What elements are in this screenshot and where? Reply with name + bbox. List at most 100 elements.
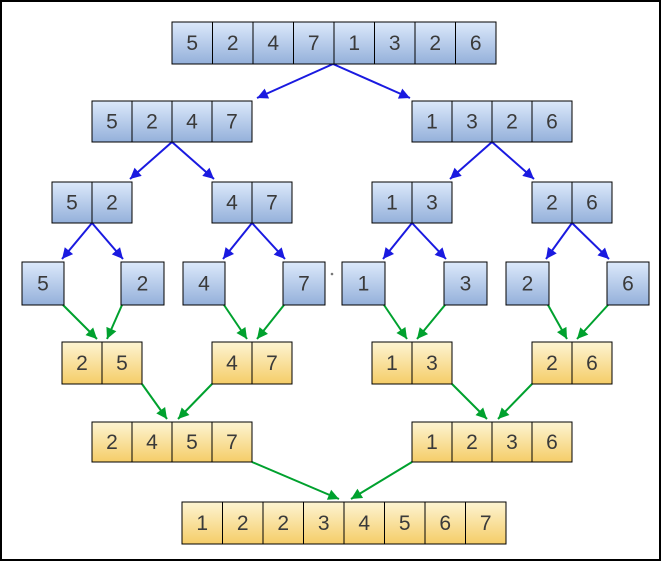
- array-cell: [131, 100, 173, 143]
- cell-value: 2: [466, 431, 478, 454]
- split-arrow: [332, 63, 411, 99]
- array-cell: [491, 100, 533, 143]
- cell-value: 3: [466, 111, 478, 134]
- array-cell: [211, 341, 253, 385]
- merge-arrow: [547, 304, 568, 340]
- cell-value: 5: [186, 32, 198, 55]
- cell-value: 2: [137, 273, 149, 296]
- cell-value: 4: [186, 111, 198, 134]
- split-arrow: [91, 222, 124, 260]
- array-cell: [531, 421, 573, 463]
- merge-arrow: [416, 304, 446, 340]
- cell-value: 5: [66, 192, 78, 215]
- merge-arrow: [576, 304, 609, 340]
- merge-arrow: [451, 383, 488, 420]
- cell-value: 5: [37, 273, 49, 296]
- array-cell: [531, 100, 573, 143]
- merge-arrow: [497, 383, 533, 420]
- cell-value: 2: [277, 512, 289, 535]
- merge-arrow: [177, 383, 213, 420]
- merge-arrow: [383, 304, 408, 340]
- array-cell: [303, 501, 345, 545]
- split-arrow: [256, 63, 334, 99]
- array-cell: [211, 100, 253, 143]
- cell-value: 2: [106, 431, 118, 454]
- arrows-layer: [61, 63, 610, 500]
- array-cell: [374, 21, 416, 65]
- cell-value: 4: [226, 352, 238, 375]
- array-cell: [21, 261, 65, 306]
- cell-value: 2: [506, 111, 518, 134]
- merge-arrow: [251, 461, 340, 500]
- cell-value: 2: [546, 192, 558, 215]
- array-cell: [341, 261, 386, 306]
- split-arrow: [449, 141, 493, 180]
- split-arrow: [171, 141, 215, 180]
- cell-value: 7: [226, 111, 238, 134]
- array-cell: [531, 341, 573, 385]
- split-array-2: 2: [505, 261, 550, 306]
- cell-value: 5: [116, 352, 128, 375]
- split-arrow: [491, 141, 535, 180]
- split-arrow: [129, 141, 173, 180]
- array-cell: [91, 100, 133, 143]
- split-arrow: [545, 222, 573, 260]
- cell-value: 3: [460, 273, 472, 296]
- array-cell: [120, 261, 165, 306]
- cell-value: 7: [298, 273, 310, 296]
- array-cell: [251, 341, 293, 385]
- array-cell: [443, 261, 488, 306]
- array-cell: [251, 181, 293, 224]
- split-arrow: [251, 222, 286, 260]
- cell-value: 1: [426, 111, 438, 134]
- array-cell: [411, 181, 453, 224]
- array-cell: [182, 261, 226, 306]
- split-arrow: [61, 222, 93, 260]
- split-array-1: 1: [341, 261, 386, 306]
- cell-value: 7: [226, 431, 238, 454]
- array-cell: [384, 501, 426, 545]
- split-arrow: [222, 222, 253, 260]
- cell-value: 2: [227, 32, 239, 55]
- array-cell: [61, 341, 103, 385]
- array-cell: [91, 181, 133, 224]
- split-arrow: [411, 222, 447, 260]
- array-cell: [212, 21, 254, 65]
- array-cell: [51, 181, 93, 224]
- array-cell: [606, 261, 650, 306]
- cell-value: 6: [470, 32, 482, 55]
- array-cell: [424, 501, 466, 545]
- array-cell: [101, 341, 143, 385]
- split-array-3: 3: [443, 261, 488, 306]
- split-arrow: [571, 222, 610, 260]
- array-cell: [571, 341, 613, 385]
- array-cell: [451, 421, 493, 463]
- cell-value: 4: [146, 431, 158, 454]
- cell-value: 1: [348, 32, 360, 55]
- merge-arrow: [106, 304, 123, 340]
- array-cell: [505, 261, 550, 306]
- merge-arrow: [350, 461, 413, 500]
- cell-value: 2: [76, 352, 88, 375]
- cell-value: 7: [480, 512, 492, 535]
- array-cell: [171, 21, 213, 65]
- split-arrow: [382, 222, 413, 260]
- cell-value: 3: [389, 32, 401, 55]
- array-cell: [465, 501, 507, 545]
- cell-value: 3: [506, 431, 518, 454]
- array-cell: [371, 181, 413, 224]
- cell-value: 1: [386, 352, 398, 375]
- array-cell: [571, 181, 613, 224]
- cell-value: 3: [318, 512, 330, 535]
- array-cell: [491, 421, 533, 463]
- split-array-5: 5: [21, 261, 65, 306]
- cell-value: 7: [266, 352, 278, 375]
